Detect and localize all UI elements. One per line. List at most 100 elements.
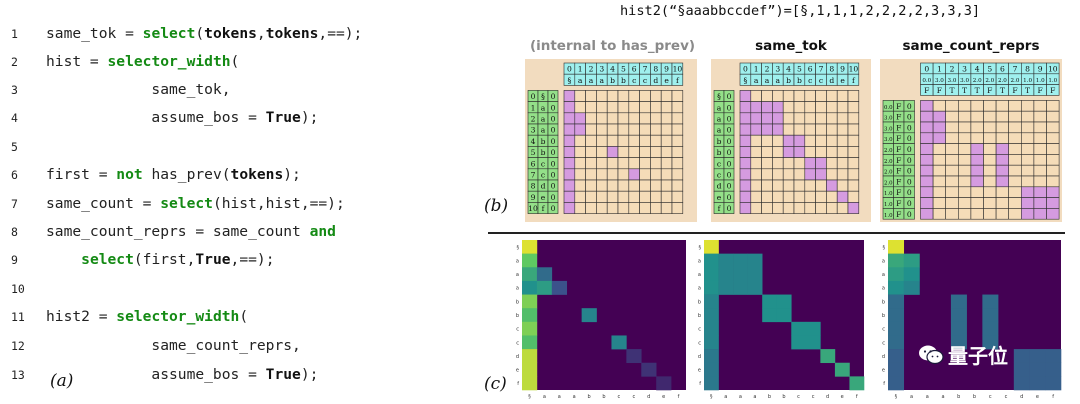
grid-cell (606, 202, 619, 214)
grid-cell (815, 101, 827, 114)
grid-cell (1008, 208, 1022, 220)
grid-cell (793, 179, 806, 192)
y-tick-label: a (698, 286, 701, 292)
grid-cell (585, 146, 597, 158)
grid-cell (585, 134, 597, 147)
grid-cell (983, 186, 997, 198)
grid-cell (958, 110, 972, 123)
grid-cell (826, 123, 838, 136)
grid-cell (660, 90, 673, 102)
grid-cell (983, 197, 997, 209)
grid-cell (650, 168, 662, 181)
selected-cell (739, 168, 752, 181)
grid-cell (1033, 132, 1047, 144)
grid-cell (606, 123, 619, 136)
grid-cell (1021, 175, 1035, 188)
grid-cell (606, 90, 619, 102)
grid-cell (628, 146, 640, 158)
grid-cell (585, 90, 597, 102)
left-header-label: d (541, 182, 546, 191)
left-header-label: 1.0 (884, 213, 893, 219)
heatmap-cell (1013, 349, 1030, 364)
grid-cell (628, 101, 640, 114)
y-tick-label: a (516, 258, 519, 264)
code-text: same_tok = select(tokens,tokens,==); (46, 25, 363, 42)
grid-cell (958, 154, 972, 166)
grid-cell (983, 100, 997, 112)
selected-cell (563, 190, 576, 203)
grid-cell (650, 157, 662, 170)
top-header-label: F (1012, 86, 1017, 95)
heatmap-cell (747, 253, 763, 268)
left-header-label: § (717, 92, 721, 101)
heatmap-cell (888, 280, 905, 295)
heatmap-cell (704, 308, 719, 323)
grid-title: same_count_reprs (902, 38, 1040, 54)
left-header-label: 0 (551, 103, 556, 112)
grid-cell (761, 134, 773, 147)
left-header-label: a (717, 115, 722, 124)
grid-cell (836, 202, 849, 214)
y-tick-label: a (882, 258, 885, 264)
top-header-label: a (589, 76, 594, 85)
grid-cell (983, 154, 997, 166)
selected-cell (847, 202, 860, 214)
grid-cell (804, 202, 816, 214)
y-tick-label: b (698, 313, 701, 319)
left-header-label: 0 (907, 199, 912, 208)
selected-cell (750, 112, 762, 125)
grid-cell (750, 134, 762, 147)
watermark: 量子位 (918, 340, 1008, 369)
left-header-label: 0 (727, 115, 732, 124)
grid-cell (826, 190, 838, 203)
grid-cell (782, 157, 795, 170)
grid-cell (574, 134, 586, 147)
grid-cell (660, 112, 673, 125)
left-header-label: e (717, 193, 722, 202)
heatmap-cell (950, 335, 967, 350)
grid-cell (585, 179, 597, 192)
top-header-label: 1.0 (1048, 78, 1057, 84)
grid-cell (617, 168, 630, 181)
left-header-label: 0 (727, 126, 732, 135)
grid-cell (617, 190, 630, 203)
heatmap-cell (522, 240, 538, 254)
left-header-label: 9 (531, 193, 536, 202)
grid-cell (1046, 143, 1060, 155)
top-header-label: 1.0 (1036, 78, 1045, 84)
grid-cell (1021, 143, 1035, 155)
grid-cell (660, 202, 673, 214)
heatmap-cell (888, 376, 905, 391)
heatmap-cell (522, 349, 538, 364)
grid-cell (596, 112, 608, 125)
left-header-label: 0 (551, 115, 556, 124)
hist2-result-title: hist2(“§aaabbccdef”)=[§,1,1,1,2,2,2,2,3,… (620, 3, 981, 19)
grid-cell (1008, 110, 1022, 123)
grid-cell (639, 190, 651, 203)
x-tick-label: a (558, 394, 561, 400)
x-tick-label: b (973, 394, 976, 400)
grid-cell (793, 157, 806, 170)
heatmap-cell (888, 362, 905, 377)
left-header-label: a (541, 103, 546, 112)
grid-cell (1021, 164, 1035, 177)
line-number: 11 (11, 310, 25, 324)
selected-cell (563, 123, 576, 136)
line-number: 12 (11, 339, 25, 353)
top-header-label: 1 (937, 64, 942, 73)
x-tick-label: a (543, 394, 546, 400)
grid-cell (585, 190, 597, 203)
left-header-label: e (541, 193, 546, 202)
grid-cell (671, 157, 684, 170)
heatmap-cell (733, 280, 748, 295)
selected-cell (920, 143, 934, 155)
label-b: (b) (484, 196, 509, 216)
left-header-label: F (896, 156, 901, 165)
left-header-label: 2.0 (884, 180, 893, 186)
grid-cell (750, 190, 762, 203)
grid-cell (932, 143, 946, 155)
grid-cell (585, 157, 597, 170)
grid-cell (815, 179, 827, 192)
